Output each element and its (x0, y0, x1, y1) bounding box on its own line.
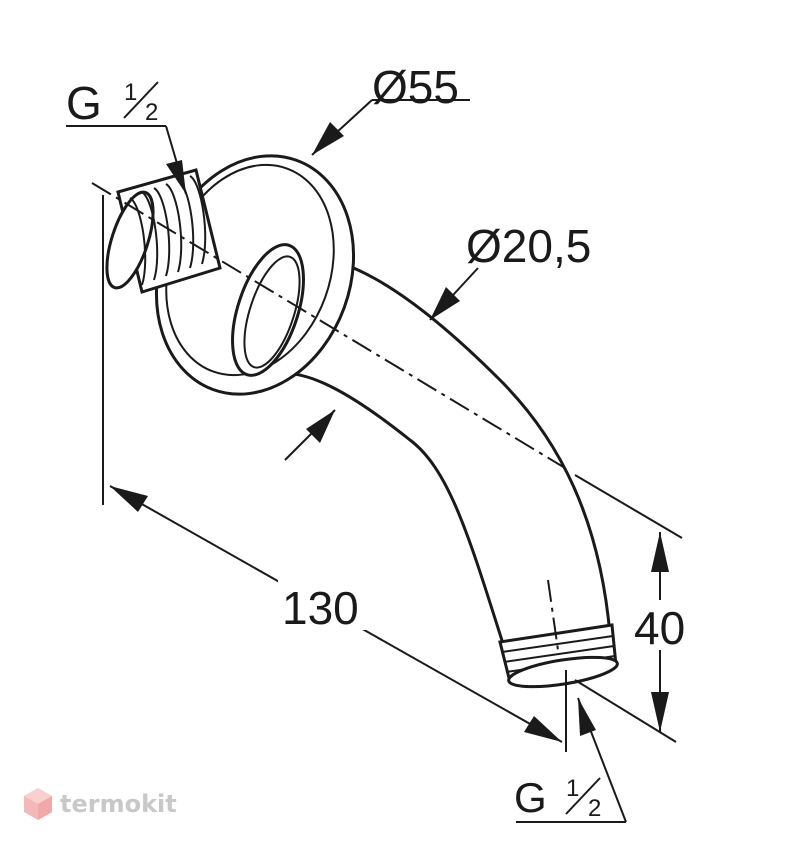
height-label: 40 (634, 602, 685, 654)
hexagon-cube-icon (24, 788, 52, 820)
bottom-thread (498, 623, 619, 689)
top-thread-prefix: G (66, 77, 102, 129)
length-arrow-start (110, 486, 148, 512)
flange-diameter-arrow (312, 122, 344, 155)
height-extension-top (574, 474, 683, 539)
pipe-diameter-arrow-lower (306, 410, 335, 443)
length-label: 130 (282, 582, 359, 634)
height-arrow-top (651, 532, 669, 572)
center-axis (91, 182, 566, 469)
pipe-collar (231, 243, 305, 377)
height-arrow-bottom (651, 692, 669, 732)
top-thread-numerator: 1 (124, 79, 137, 106)
watermark-text: termokit (60, 790, 177, 818)
pipe-collar-inner (243, 255, 301, 369)
bottom-thread-denominator: 2 (588, 795, 601, 822)
bottom-thread-prefix: G (514, 774, 547, 821)
pipe-diameter-arrow (430, 287, 460, 320)
flange-diameter-label: Ø55 (372, 61, 459, 113)
center-axis-lower (547, 579, 559, 651)
bottom-thread-fraction-bar (565, 777, 601, 815)
top-thread-arrow (166, 160, 186, 194)
top-thread-denominator: 2 (145, 99, 158, 126)
length-arrow-end (524, 716, 562, 742)
bottom-thread-numerator: 1 (566, 775, 579, 802)
pipe-body (253, 252, 612, 652)
top-thread-fraction-bar (123, 81, 159, 119)
watermark: termokit (24, 788, 177, 820)
bottom-thread-arrow (578, 698, 596, 736)
top-thread (105, 168, 222, 294)
pipe-diameter-label: Ø20,5 (466, 220, 591, 272)
